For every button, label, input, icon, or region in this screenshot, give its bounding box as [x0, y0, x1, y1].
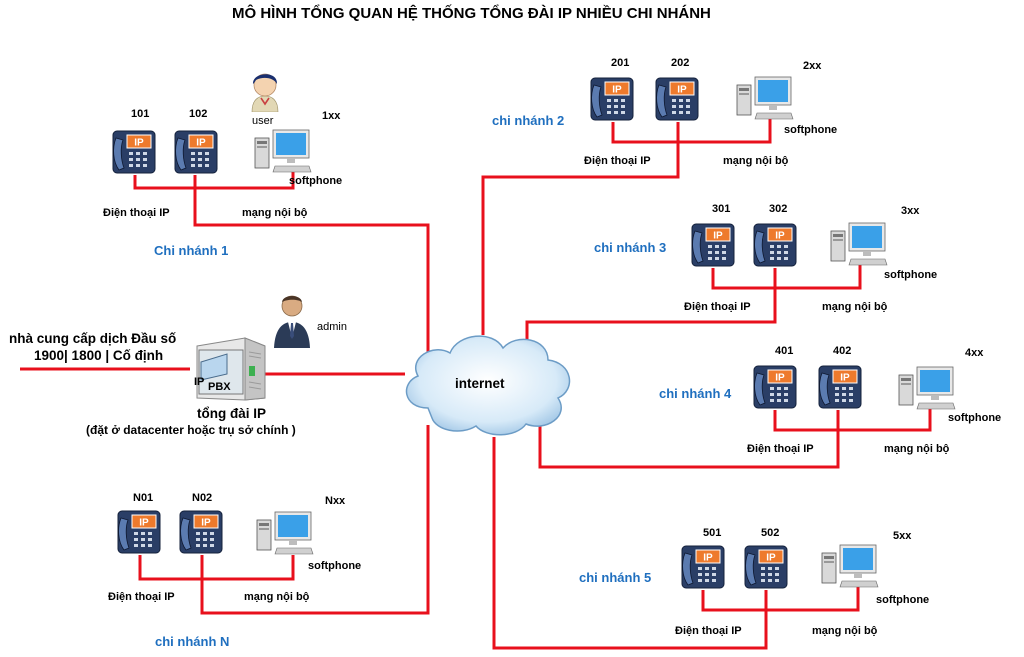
branch5-phones-label: Điện thoại IP [675, 625, 742, 637]
svg-text:IP: IP [703, 553, 713, 564]
pbx-name: tổng đài IP [197, 406, 266, 421]
branch6-lan-label: mạng nội bộ [244, 591, 310, 603]
branch2-phones-label: Điện thoại IP [584, 155, 651, 167]
branch1-ext1: 101 [131, 108, 150, 120]
svg-text:IP: IP [840, 373, 850, 384]
branch2-phone-icon: IP [587, 75, 637, 128]
branch4-phones-label: Điện thoại IP [747, 443, 814, 455]
branch5-lan-link [492, 437, 860, 650]
branch4-lan-link [538, 404, 932, 469]
branch1-softphone-label: softphone [289, 175, 343, 187]
branch1-phones-label: Điện thoại IP [103, 207, 170, 219]
branch6-phone-icon: IP [176, 508, 226, 561]
pbx-server-icon [196, 337, 266, 401]
branch6-ext2: N02 [192, 492, 213, 504]
branch4-ext1: 401 [775, 345, 794, 357]
internet-label: internet [455, 376, 505, 391]
branch5-phone-icon: IP [741, 543, 791, 596]
pbx-location: (đặt ở datacenter hoặc trụ sở chính ) [86, 423, 296, 437]
branch6-phones-label: Điện thoại IP [108, 591, 175, 603]
branch5-ext-range: 5xx [893, 530, 912, 542]
branch2-ext-range: 2xx [803, 60, 822, 72]
diagram-title: MÔ HÌNH TỔNG QUAN HỆ THỐNG TỔNG ĐÀI IP N… [232, 5, 711, 22]
svg-text:IP: IP [713, 231, 723, 242]
provider-line-1: nhà cung cấp dịch Đầu số [9, 331, 177, 346]
pbx-pbx-text: PBX [208, 381, 231, 393]
branch6-ext1: N01 [133, 492, 154, 504]
branch5-ext2: 502 [761, 527, 780, 539]
branch5-softphone-computer-icon [820, 543, 880, 594]
branch2-softphone-label: softphone [784, 124, 838, 136]
svg-text:IP: IP [134, 138, 144, 149]
branch6-name: chi nhánh N [155, 634, 230, 649]
branch1-softphone-computer-icon [253, 128, 313, 179]
branch5-ext1: 501 [703, 527, 722, 539]
branch3-lan-link [525, 262, 862, 345]
branch3-lan-label: mạng nội bộ [822, 301, 888, 313]
branchN-lan-link [138, 425, 430, 615]
branch3-softphone-computer-icon [829, 221, 889, 272]
svg-text:IP: IP [201, 518, 211, 529]
branch1-ext2: 102 [189, 108, 208, 120]
branch6-phone-icon: IP [114, 508, 164, 561]
branch5-phone-icon: IP [678, 543, 728, 596]
branch4-ext-range: 4xx [965, 347, 984, 359]
svg-text:IP: IP [766, 553, 776, 564]
branch4-name: chi nhánh 4 [659, 386, 732, 401]
branch2-name: chi nhánh 2 [492, 113, 565, 128]
branch1-phone-icon: IP [109, 128, 159, 181]
branch1-ext-range: 1xx [322, 110, 341, 122]
branch4-softphone-computer-icon [897, 365, 957, 416]
branch3-ext-range: 3xx [901, 205, 920, 217]
branch1-lan-label: mạng nội bộ [242, 207, 308, 219]
pbx-ip-text: IP [194, 376, 205, 388]
branch6-ext-range: Nxx [325, 495, 346, 507]
admin-label: admin [317, 321, 347, 333]
branch1-lan-link [133, 172, 430, 360]
svg-text:IP: IP [775, 231, 785, 242]
branch2-phone-icon: IP [652, 75, 702, 128]
branch3-ext1: 301 [712, 203, 731, 215]
branch3-phones-label: Điện thoại IP [684, 301, 751, 313]
branch3-softphone-label: softphone [884, 269, 938, 281]
branch2-lan-link [481, 118, 772, 335]
branch4-lan-label: mạng nội bộ [884, 443, 950, 455]
branch1-name: Chi nhánh 1 [154, 243, 229, 258]
svg-text:IP: IP [196, 138, 206, 149]
branch4-phone-icon: IP [815, 363, 865, 416]
branch4-softphone-label: softphone [948, 412, 1002, 424]
branch6-softphone-label: softphone [308, 560, 362, 572]
branch2-softphone-computer-icon [735, 75, 795, 126]
branch6-softphone-computer-icon [255, 510, 315, 561]
svg-text:IP: IP [612, 85, 622, 96]
branch5-lan-label: mạng nội bộ [812, 625, 878, 637]
svg-text:IP: IP [139, 518, 149, 529]
branch1-user-label: user [252, 115, 274, 127]
branch3-name: chi nhánh 3 [594, 240, 667, 255]
branch3-ext2: 302 [769, 203, 788, 215]
svg-text:IP: IP [775, 373, 785, 384]
branch2-ext2: 202 [671, 57, 690, 69]
branch2-ext1: 201 [611, 57, 630, 69]
user-avatar-icon [251, 73, 279, 112]
branch2-lan-label: mạng nội bộ [723, 155, 789, 167]
branch4-phone-icon: IP [750, 363, 800, 416]
branch1-phone-icon: IP [171, 128, 221, 181]
branch5-name: chi nhánh 5 [579, 570, 652, 585]
admin-avatar-icon [274, 295, 310, 348]
branch3-phone-icon: IP [750, 221, 800, 274]
branch5-softphone-label: softphone [876, 594, 930, 606]
internet-cloud [405, 335, 571, 436]
branch4-ext2: 402 [833, 345, 852, 357]
provider-line-2: 1900| 1800 | Cố định [34, 348, 164, 363]
branch3-phone-icon: IP [688, 221, 738, 274]
svg-text:IP: IP [677, 85, 687, 96]
